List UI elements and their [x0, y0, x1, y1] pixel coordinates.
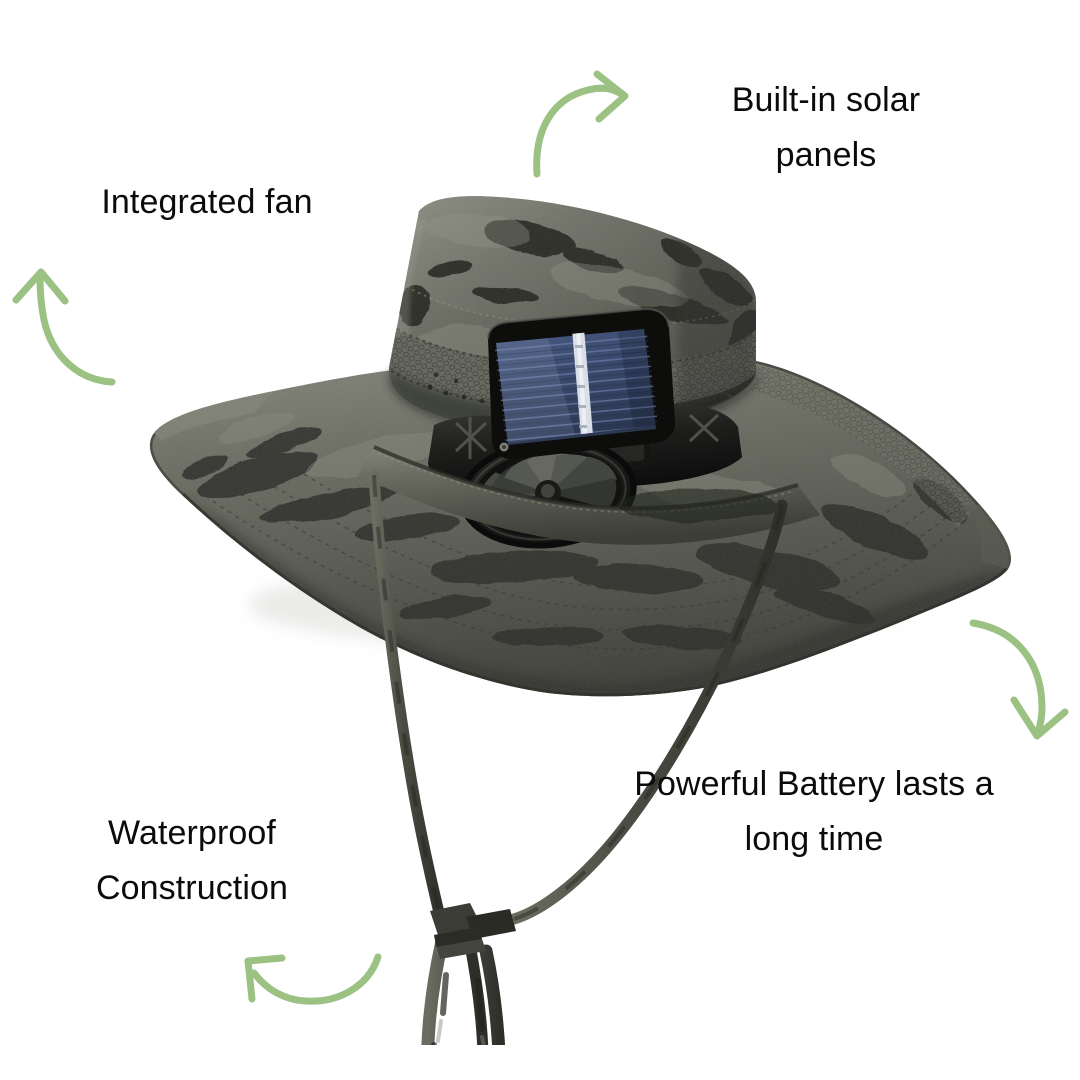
- chin-strap: [368, 469, 788, 1080]
- strap-loop: [421, 927, 506, 1080]
- label-integrated-fan: Integrated fan: [101, 183, 313, 221]
- arrow-to-solar-panel: [520, 62, 640, 182]
- arrow-to-waterproof: [226, 925, 391, 1025]
- arrow-to-fan: [6, 258, 136, 398]
- solar-panel: [486, 307, 676, 460]
- product-image: [78, 175, 1018, 1080]
- arrow-to-battery: [958, 596, 1078, 746]
- label-built-in-solar-panels: Built-in solar panels: [731, 81, 921, 175]
- label-waterproof-construction: Waterproof Construction: [95, 814, 289, 908]
- label-powerful-battery: Powerful Battery lasts a long time: [634, 765, 994, 859]
